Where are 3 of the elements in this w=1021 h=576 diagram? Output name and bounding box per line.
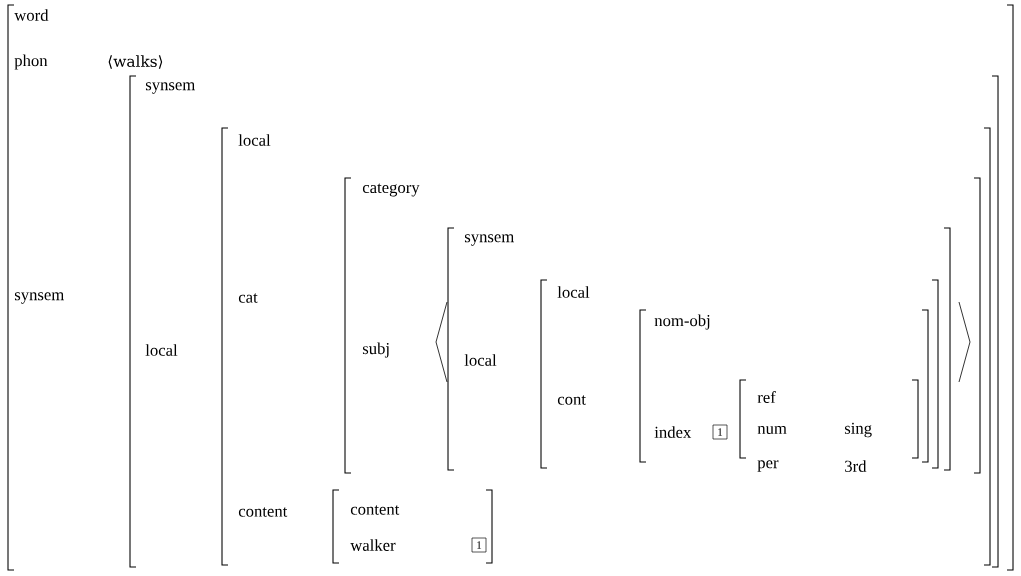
tag-box: 1 [712,424,728,440]
attribute-value-matrix: ref num sing per 3rd [739,379,919,472]
tag-box: 1 [471,537,487,553]
